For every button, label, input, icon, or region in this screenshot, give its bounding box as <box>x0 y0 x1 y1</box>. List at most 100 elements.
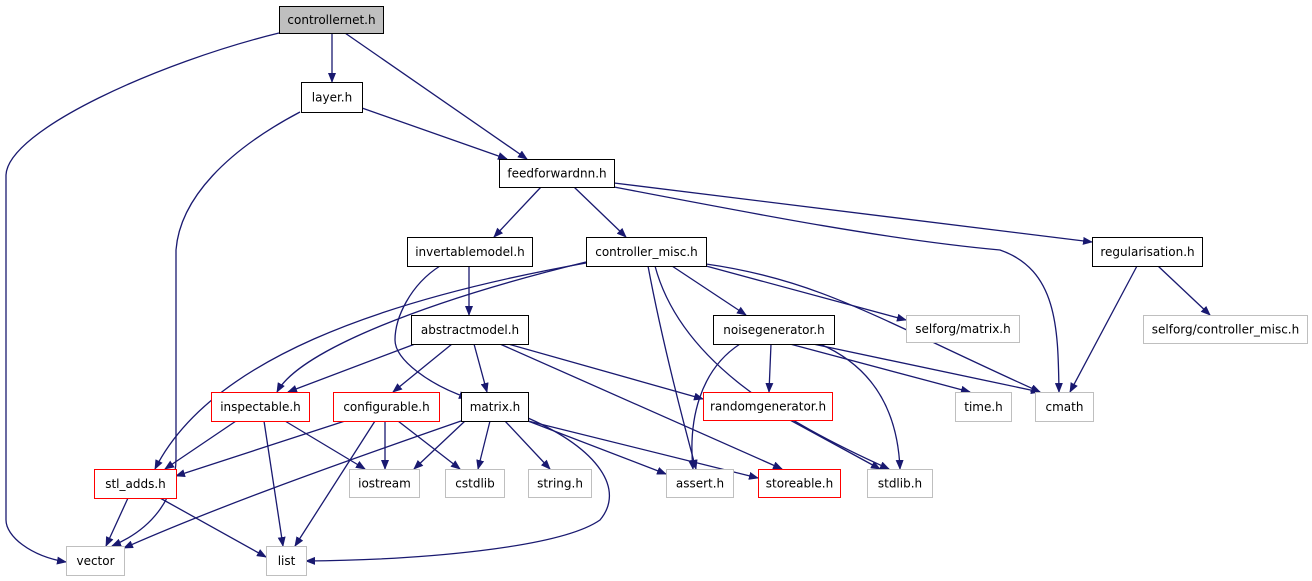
node-storeable[interactable]: storeable.h <box>758 469 841 498</box>
node-assert: assert.h <box>666 469 734 498</box>
edge-controller_misc-to-selforg_matrix <box>705 265 907 322</box>
node-box <box>528 469 592 498</box>
edge-controller_misc-to-stl_adds <box>154 262 587 470</box>
node-box <box>758 469 841 498</box>
node-box <box>333 392 440 422</box>
node-label: invertablemodel.h <box>415 245 525 259</box>
node-label: stl_adds.h <box>105 477 166 491</box>
edge-inspectable-to-list <box>263 420 286 547</box>
edge-abstractmodel-to-storeable <box>499 343 783 470</box>
node-box <box>906 315 1020 343</box>
node-label: selforg/matrix.h <box>915 322 1010 336</box>
node-layer[interactable]: layer.h <box>301 82 363 113</box>
node-box <box>349 469 420 498</box>
node-invertablemodel[interactable]: invertablemodel.h <box>407 237 533 267</box>
edge-matrix-to-vector <box>123 420 462 549</box>
node-box <box>407 237 533 267</box>
node-label: iostream <box>358 477 411 491</box>
node-box <box>279 6 384 34</box>
node-box <box>1035 392 1094 422</box>
node-label: list <box>278 554 296 568</box>
node-label: controllernet.h <box>287 13 375 27</box>
node-stl-adds[interactable]: stl_adds.h <box>94 469 177 499</box>
edge-controller_misc-to-stdlib <box>654 265 890 470</box>
node-controller-misc[interactable]: controller_misc.h <box>586 237 707 267</box>
edge-configurable-to-cstdlib <box>397 420 461 470</box>
node-box <box>411 315 529 345</box>
node-abstractmodel[interactable]: abstractmodel.h <box>411 315 529 345</box>
node-list: list <box>266 546 307 576</box>
node-stdlib: stdlib.h <box>867 469 933 498</box>
node-box <box>955 392 1012 422</box>
node-box <box>703 392 833 421</box>
edge-feedforwardnn-to-invertablemodel <box>493 186 542 238</box>
edge-inspectable-to-iostream <box>284 420 366 470</box>
edge-controllernet-to-feedforwardnn <box>344 32 528 160</box>
node-feedforwardnn[interactable]: feedforwardnn.h <box>499 159 615 188</box>
node-label: abstractmodel.h <box>421 323 519 337</box>
edge-abstractmodel-to-randomgenerator <box>507 343 704 401</box>
edge-noisegenerator-to-randomgenerator <box>765 343 774 393</box>
edge-matrix-to-list <box>305 417 611 565</box>
node-label: inspectable.h <box>220 400 301 414</box>
node-configurable[interactable]: configurable.h <box>333 392 440 422</box>
node-cstdlib: cstdlib <box>445 469 505 498</box>
edge-noisegenerator-to-cmath <box>812 343 1041 395</box>
edge-abstractmodel-to-inspectable <box>287 343 416 393</box>
node-label: noisegenerator.h <box>723 323 825 337</box>
node-selforg-matrix: selforg/matrix.h <box>906 315 1020 343</box>
node-time: time.h <box>955 392 1012 422</box>
edge-configurable-to-list <box>294 420 376 547</box>
edge-randomgenerator-to-stdlib <box>789 419 881 470</box>
node-label: configurable.h <box>343 400 429 414</box>
node-label: layer.h <box>312 91 352 105</box>
edge-inspectable-to-stl_adds <box>164 420 237 470</box>
node-box <box>301 82 363 113</box>
node-box <box>666 469 734 498</box>
node-string: string.h <box>528 469 592 498</box>
node-randomgenerator[interactable]: randomgenerator.h <box>703 392 833 421</box>
node-selforg-controller-misc: selforg/controller_misc.h <box>1143 315 1308 344</box>
edge-abstractmodel-to-matrix <box>473 343 489 393</box>
node-matrix[interactable]: matrix.h <box>461 392 529 422</box>
edge-matrix-to-cstdlib <box>476 420 491 470</box>
node-controllernet[interactable]: controllernet.h <box>279 6 384 34</box>
edge-layer <box>5 32 1211 565</box>
edge-feedforwardnn-to-controller_misc <box>573 186 627 238</box>
edge-invertablemodel-to-matrix <box>394 265 469 399</box>
edge-matrix-to-iostream <box>413 420 466 470</box>
node-layer: controllernet.h layer.h feedforwardnn.h inv… <box>66 6 1308 576</box>
node-box <box>66 546 125 576</box>
node-label: assert.h <box>676 477 724 491</box>
node-vector: vector <box>66 546 125 576</box>
edge-regularisation-to-selforg_controller_misc <box>1157 265 1211 316</box>
edge-matrix-to-storeable <box>527 420 759 480</box>
node-regularisation[interactable]: regularisation.h <box>1092 237 1203 267</box>
node-box <box>499 159 615 188</box>
node-label: regularisation.h <box>1100 245 1194 259</box>
edge-feedforwardnn-to-regularisation <box>613 182 1093 245</box>
node-iostream: iostream <box>349 469 420 498</box>
node-label: time.h <box>964 400 1003 414</box>
node-box <box>211 392 310 422</box>
edge-layer-to-feedforwardnn <box>361 107 508 160</box>
node-box <box>94 469 177 499</box>
node-label: matrix.h <box>470 400 521 414</box>
node-label: string.h <box>537 477 583 491</box>
edge-controller_misc-to-cmath <box>705 263 1041 393</box>
node-box <box>445 469 505 498</box>
node-label: storeable.h <box>766 477 833 491</box>
edge-controller_misc-to-assert <box>647 265 698 470</box>
node-noisegenerator[interactable]: noisegenerator.h <box>713 315 835 345</box>
edge-noisegenerator-to-time <box>789 343 971 394</box>
node-label: cmath <box>1046 400 1084 414</box>
node-box <box>1143 315 1308 344</box>
node-inspectable[interactable]: inspectable.h <box>211 392 310 422</box>
edge-controller_misc-to-noisegenerator <box>671 265 747 316</box>
edge-stl_adds-to-vector <box>105 497 129 547</box>
edge-matrix-to-string <box>504 420 551 470</box>
edge-layer-to-vector <box>111 111 301 547</box>
node-label: controller_misc.h <box>595 245 698 259</box>
edge-noisegenerator-to-assert <box>688 343 741 470</box>
